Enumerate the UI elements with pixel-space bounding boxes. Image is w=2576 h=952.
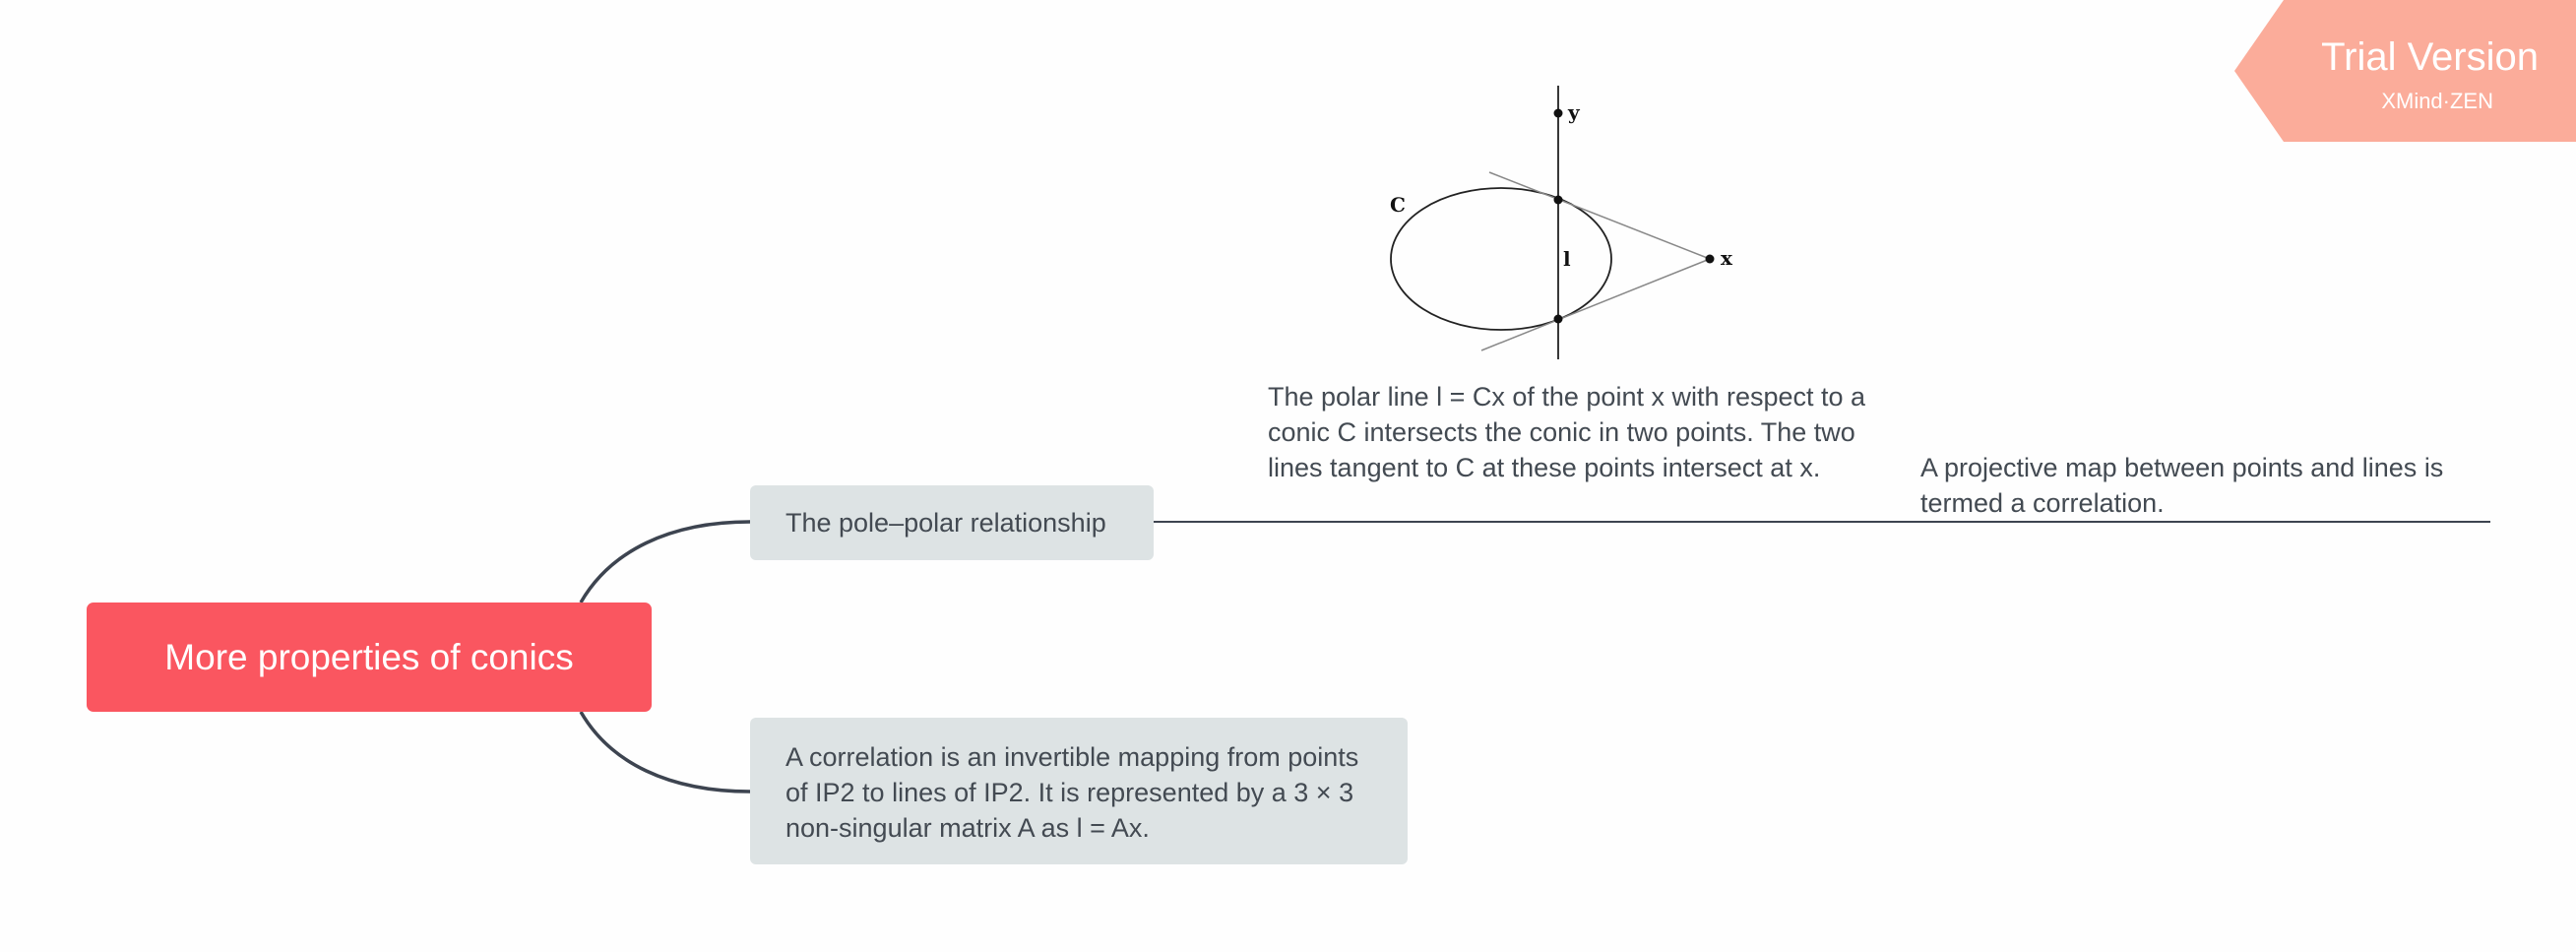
subtopic-polar-line-text: The polar line l = Cx of the point x wit… — [1268, 382, 1866, 482]
subtopic-correlation-text: A projective map between points and line… — [1920, 453, 2444, 518]
tangent-line-lower — [1480, 258, 1711, 351]
intersection-point-upper — [1553, 195, 1563, 205]
topic-correlation-label: A correlation is an invertible mapping f… — [785, 742, 1359, 843]
tangent-line-upper — [1488, 171, 1711, 260]
subtopic-correlation-definition[interactable]: A projective map between points and line… — [1920, 450, 2491, 521]
conic-c — [1390, 187, 1612, 331]
label-l: l — [1563, 247, 1571, 271]
pole-polar-figure: y C l x — [1390, 86, 1733, 359]
central-topic-label: More properties of conics — [164, 636, 574, 677]
connector-root-to-topic-1 — [579, 520, 751, 603]
label-c: C — [1390, 193, 1406, 217]
subtopic-polar-line[interactable]: The polar line l = Cx of the point x wit… — [1268, 379, 1868, 485]
connector-root-to-topic-2 — [579, 711, 751, 793]
intersection-point-lower — [1553, 314, 1563, 324]
topic-pole-polar[interactable]: The pole–polar relationship — [750, 485, 1154, 560]
trial-version-subtitle: XMind·ZEN — [2381, 89, 2493, 113]
trial-version-badge: Trial Version XMind·ZEN — [2234, 0, 2576, 142]
topic-correlation[interactable]: A correlation is an invertible mapping f… — [750, 718, 1408, 864]
point-x — [1705, 254, 1715, 264]
trial-version-title: Trial Version — [2321, 35, 2539, 79]
topic-pole-polar-label: The pole–polar relationship — [785, 507, 1106, 538]
label-x: x — [1721, 246, 1733, 270]
label-y: y — [1567, 100, 1581, 124]
central-topic[interactable]: More properties of conics — [87, 603, 652, 712]
point-y — [1553, 108, 1563, 118]
